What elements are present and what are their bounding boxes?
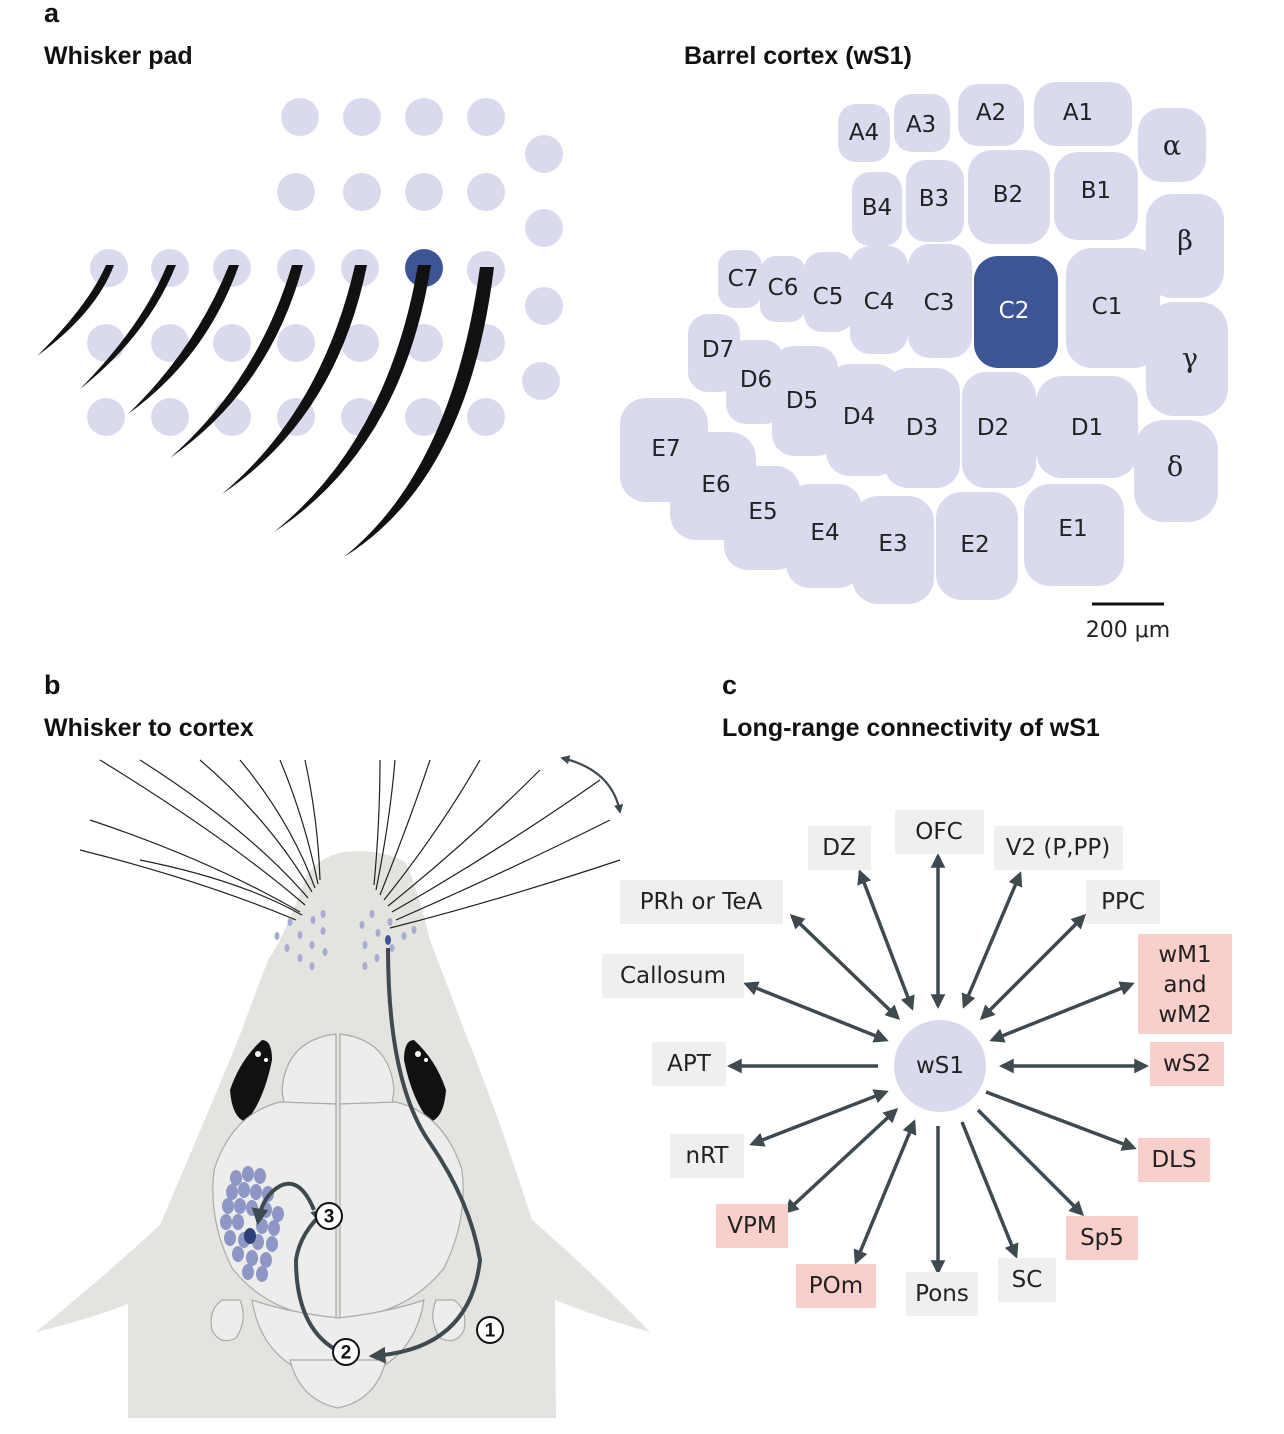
barrel-label: A1 — [1063, 100, 1093, 126]
barrel-label-gamma: γ — [1182, 344, 1198, 375]
barrel-label: D5 — [786, 388, 818, 414]
barrel-map — [620, 82, 1228, 604]
barrel-label: B1 — [1081, 178, 1111, 204]
target-label: nRT — [686, 1143, 730, 1169]
target-label: POm — [809, 1273, 863, 1299]
barrel-label: E1 — [1058, 516, 1087, 542]
pathway-arrows — [251, 947, 483, 1364]
barrel-label: D6 — [740, 367, 772, 393]
barrel-label: E4 — [810, 520, 839, 546]
barrel-label-delta: δ — [1167, 452, 1183, 483]
scale-bar-label: 200 μm — [1086, 618, 1170, 643]
target-boxes: OFC DZ V2 (P,PP) PRh or TeA PPC Callosum… — [602, 810, 1232, 1316]
barrel-label: A2 — [976, 100, 1006, 126]
barrel-label: E6 — [701, 472, 730, 498]
target-label: V2 (P,PP) — [1006, 835, 1111, 861]
target-label: wS2 — [1163, 1051, 1211, 1077]
target-label-wM1-line3: wM2 — [1158, 1002, 1211, 1028]
target-label: OFC — [915, 819, 962, 845]
barrel-label: D7 — [702, 337, 734, 363]
barrel-label-alpha: α — [1163, 131, 1181, 162]
target-label: Pons — [915, 1281, 969, 1307]
target-label: Sp5 — [1080, 1225, 1124, 1251]
selected-barrel-c2 — [974, 256, 1058, 368]
step-marker-3: 3 — [324, 1207, 335, 1228]
snout-follicles — [274, 910, 417, 970]
target-label: Callosum — [620, 963, 726, 989]
target-label-wM1-line1: wM1 — [1158, 942, 1211, 968]
selected-brain-barrel — [244, 1228, 256, 1244]
barrel-label: C6 — [768, 275, 799, 301]
barrel-label: E3 — [878, 531, 907, 557]
target-label: SC — [1012, 1267, 1043, 1293]
panel-a-title-barrel-cortex: Barrel cortex (wS1) — [684, 42, 912, 70]
barrel-label: D2 — [977, 415, 1009, 441]
panel-b-title: Whisker to cortex — [44, 714, 254, 742]
barrel-label: E7 — [651, 436, 680, 462]
whisker-deflection-arrow — [560, 755, 624, 814]
barrel-label: C3 — [924, 290, 955, 316]
connectivity-arrows — [727, 853, 1149, 1275]
target-label: PRh or TeA — [640, 889, 763, 915]
right-eye — [404, 1040, 446, 1122]
barrel-label: C4 — [864, 289, 895, 315]
panel-c-title: Long-range connectivity of wS1 — [722, 714, 1100, 742]
barrel-label: B3 — [919, 186, 949, 212]
barrel-label: E2 — [960, 532, 989, 558]
panel-a-title-whisker-pad: Whisker pad — [44, 42, 193, 70]
barrel-label-beta: β — [1177, 226, 1193, 257]
panel-c-letter: c — [722, 670, 737, 700]
barrel-label: D4 — [843, 404, 875, 430]
target-label-wM1-line2: and — [1163, 972, 1206, 998]
step-marker-1: 1 — [485, 1321, 496, 1342]
target-label: DLS — [1151, 1147, 1196, 1173]
barrel-label: C7 — [728, 266, 759, 292]
snout-whiskers — [79, 759, 621, 929]
left-eye — [230, 1040, 272, 1122]
barrel-label: E5 — [748, 499, 777, 525]
barrel-label: D3 — [906, 415, 938, 441]
wS1-label: wS1 — [916, 1053, 964, 1079]
step-marker-2: 2 — [341, 1343, 352, 1364]
barrel-label: C5 — [813, 284, 844, 310]
barrel-label: A4 — [849, 120, 879, 146]
target-label: DZ — [822, 835, 855, 861]
panel-a-letter: a — [44, 0, 60, 28]
barrel-label: B2 — [993, 182, 1023, 208]
barrel-label: A3 — [906, 112, 936, 138]
wS1-node — [894, 1020, 986, 1112]
target-label: VPM — [727, 1213, 776, 1239]
barrel-label-selected: C2 — [999, 298, 1030, 324]
barrel-label: D1 — [1071, 415, 1103, 441]
panel-b-letter: b — [44, 670, 61, 700]
barrel-label: C1 — [1092, 294, 1123, 320]
target-label: PPC — [1101, 889, 1145, 915]
selected-snout-follicle — [385, 935, 391, 945]
target-label: APT — [667, 1051, 712, 1077]
barrel-label: B4 — [862, 195, 892, 221]
whiskers — [37, 265, 494, 557]
